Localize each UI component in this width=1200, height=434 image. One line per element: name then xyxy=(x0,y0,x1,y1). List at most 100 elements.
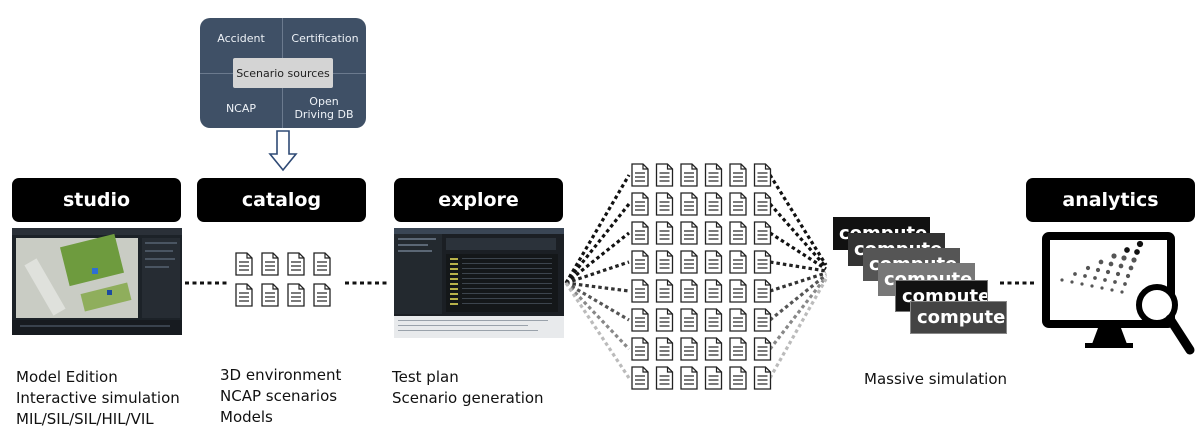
document-icon xyxy=(704,163,723,187)
catalog-caption-line: NCAP scenarios xyxy=(220,387,338,405)
source-certification: Certification xyxy=(291,32,359,45)
monitor-magnifier-icon xyxy=(1042,232,1195,355)
heat-dot xyxy=(1098,259,1104,265)
document-icon xyxy=(313,252,331,276)
heat-dot xyxy=(1128,265,1134,271)
document-icon xyxy=(631,163,649,187)
hollow-down-arrow-icon xyxy=(268,130,298,172)
document-icon xyxy=(729,279,747,303)
studio-caption-line: MIL/SIL/SIL/HIL/VIL xyxy=(16,410,154,428)
document-icon xyxy=(704,250,723,274)
document-icon xyxy=(287,283,305,307)
heat-dot xyxy=(1070,280,1074,284)
document-icon xyxy=(235,252,253,276)
fan-line xyxy=(565,281,630,293)
fan-line xyxy=(564,281,631,351)
explore-caption-line: Test plan xyxy=(392,368,459,386)
heat-dot xyxy=(1060,278,1064,282)
document-icon xyxy=(704,366,723,390)
heat-dot xyxy=(1136,240,1144,248)
heat-dot xyxy=(1110,288,1114,292)
document-icon xyxy=(680,366,698,390)
heat-dot xyxy=(1125,273,1131,279)
document-icon xyxy=(235,283,253,307)
document-icon xyxy=(655,337,674,361)
heat-dot xyxy=(1093,276,1097,280)
catalog-header: catalog xyxy=(197,178,366,222)
document-icon xyxy=(704,192,723,216)
document-icon xyxy=(753,366,772,390)
document-icon xyxy=(753,308,772,332)
studio-caption-line: Model Edition xyxy=(16,368,118,386)
document-icon xyxy=(261,252,279,276)
heat-dot xyxy=(1121,255,1127,261)
fan-line xyxy=(769,260,827,273)
fan-line xyxy=(768,276,828,350)
heat-dot xyxy=(1111,253,1117,259)
document-icon xyxy=(729,250,747,274)
analytics-header: analytics xyxy=(1026,178,1195,222)
explore-screenshot xyxy=(394,228,564,338)
catalog-caption-line: Models xyxy=(220,408,273,426)
heat-dot xyxy=(1073,272,1077,276)
compute-card-front: compute xyxy=(910,301,1007,334)
document-icon xyxy=(729,192,747,216)
document-icon xyxy=(680,221,698,245)
heat-dot xyxy=(1118,263,1124,269)
massive-simulation-caption: Massive simulation xyxy=(864,370,1007,388)
fan-lines xyxy=(564,174,828,379)
fan-line xyxy=(564,174,631,284)
document-icon xyxy=(753,250,772,274)
heat-dot xyxy=(1134,249,1140,255)
explore-caption: Test plan Scenario generation xyxy=(392,367,544,409)
document-icon xyxy=(680,250,698,274)
document-icon xyxy=(753,337,772,361)
document-icon xyxy=(631,250,649,274)
heat-dot xyxy=(1131,257,1137,263)
studio-screenshot xyxy=(12,228,182,335)
document-icon xyxy=(287,252,305,276)
heat-dot xyxy=(1080,282,1084,286)
source-ncap: NCAP xyxy=(225,102,257,115)
document-icon xyxy=(704,279,723,303)
catalog-caption-line: 3D environment xyxy=(220,366,342,384)
heat-dot xyxy=(1108,261,1114,267)
fan-line xyxy=(768,174,828,266)
document-icon xyxy=(753,221,772,245)
heat-dot xyxy=(1113,280,1117,284)
fan-line xyxy=(769,271,827,293)
document-icon xyxy=(680,337,698,361)
document-icon xyxy=(704,337,723,361)
document-icon xyxy=(655,163,674,187)
source-open-driving-db: Open Driving DB xyxy=(294,95,354,121)
catalog-caption: 3D environment NCAP scenarios Models xyxy=(220,365,341,428)
scenario-sources-label: Scenario sources xyxy=(233,58,333,88)
fan-line xyxy=(565,281,630,322)
document-icon xyxy=(704,221,723,245)
studio-caption: Model Edition Interactive simulation MIL… xyxy=(16,367,180,430)
heat-dot xyxy=(1095,267,1101,273)
fan-line xyxy=(768,278,828,379)
document-icon xyxy=(680,192,698,216)
document-icon xyxy=(655,250,674,274)
document-icon xyxy=(680,308,698,332)
fan-line xyxy=(564,282,631,379)
heat-dot xyxy=(1123,282,1127,286)
document-icon xyxy=(655,366,674,390)
studio-caption-line: Interactive simulation xyxy=(16,389,180,407)
document-icon xyxy=(704,308,723,332)
document-icon xyxy=(313,283,331,307)
catalog-documents xyxy=(235,252,331,307)
document-icon xyxy=(729,337,747,361)
document-icon xyxy=(729,308,747,332)
document-icon xyxy=(655,308,674,332)
explore-header: explore xyxy=(394,178,563,222)
fan-line xyxy=(565,231,630,285)
fan-line xyxy=(769,231,827,271)
document-icon xyxy=(753,279,772,303)
heat-dot xyxy=(1100,286,1104,290)
heat-dot xyxy=(1115,271,1121,277)
heat-dot xyxy=(1085,265,1091,271)
heat-dot xyxy=(1090,284,1094,288)
